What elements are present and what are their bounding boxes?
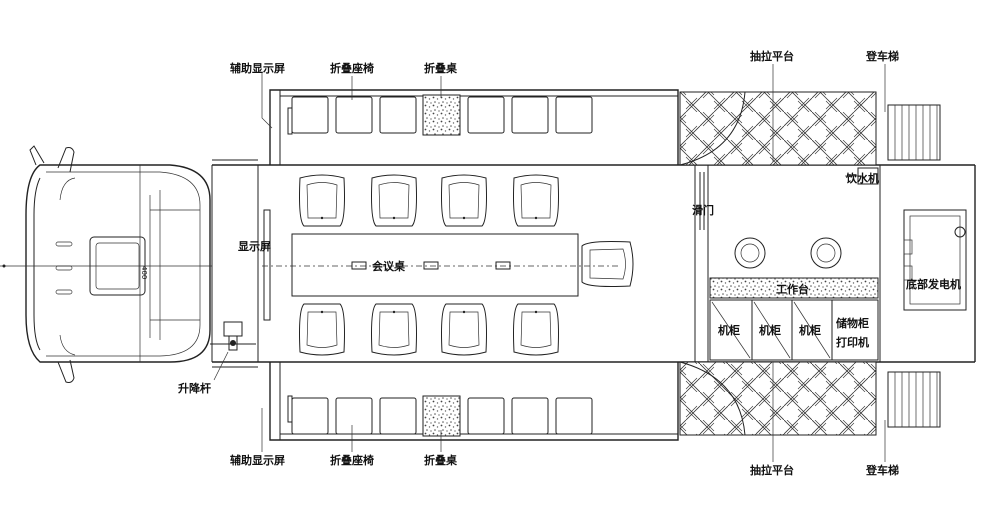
label-aux-display-bottom: 辅助显示屏	[230, 453, 285, 467]
label-storage-cabinet: 储物柜	[836, 316, 869, 330]
label-workbench: 工作台	[776, 282, 809, 296]
label-cabinet-3: 机柜	[799, 323, 821, 337]
meeting-chairs	[299, 174, 634, 356]
label-fold-table-top: 折叠桌	[424, 61, 458, 75]
label-water-dispenser: 饮水机	[845, 171, 879, 185]
bottom-pull-platform	[679, 361, 877, 436]
bottom-fold-seats	[291, 395, 593, 437]
truck-cab: 400	[0, 145, 212, 383]
bottom-boarding-ladder	[887, 371, 941, 428]
equipment-room	[709, 167, 879, 361]
leader-lines	[213, 64, 886, 462]
cab-dimension-label: 400	[140, 266, 148, 279]
meeting-table	[262, 233, 620, 297]
label-door: 滑门	[692, 203, 714, 217]
label-cabinet-2: 机柜	[759, 323, 781, 337]
label-boarding-ladder-top: 登车梯	[865, 49, 899, 63]
label-fold-seat-top: 折叠座椅	[330, 61, 374, 75]
label-cabinet-1: 机柜	[718, 323, 740, 337]
workbench	[709, 277, 879, 299]
top-slide-out	[269, 89, 679, 165]
display-screen	[263, 209, 271, 321]
label-printer: 打印机	[836, 335, 869, 349]
label-lift-pole: 升降杆	[178, 381, 211, 395]
text-labels: 辅助显示屏 折叠座椅 折叠桌 抽拉平台 登车梯 显示屏 会议桌 滑门 饮水机 工…	[178, 49, 961, 477]
label-aux-display-top: 辅助显示屏	[230, 61, 285, 75]
top-fold-seats	[291, 94, 593, 136]
sliding-door	[699, 172, 705, 230]
label-meeting-table: 会议桌	[372, 259, 406, 273]
label-pull-platform-bottom: 抽拉平台	[750, 463, 794, 477]
bottom-slide-out	[269, 362, 679, 441]
top-boarding-ladder	[887, 104, 941, 161]
label-generator: 底部发电机	[906, 277, 961, 291]
generator-bay	[903, 209, 967, 311]
label-display: 显示屏	[238, 240, 271, 253]
label-pull-platform-top: 抽拉平台	[750, 49, 794, 63]
label-boarding-ladder-bottom: 登车梯	[865, 463, 899, 477]
label-fold-table-bottom: 折叠桌	[424, 453, 458, 467]
top-pull-platform	[679, 91, 877, 166]
lift-pole	[210, 321, 256, 351]
label-fold-seat-bottom: 折叠座椅	[330, 453, 374, 467]
